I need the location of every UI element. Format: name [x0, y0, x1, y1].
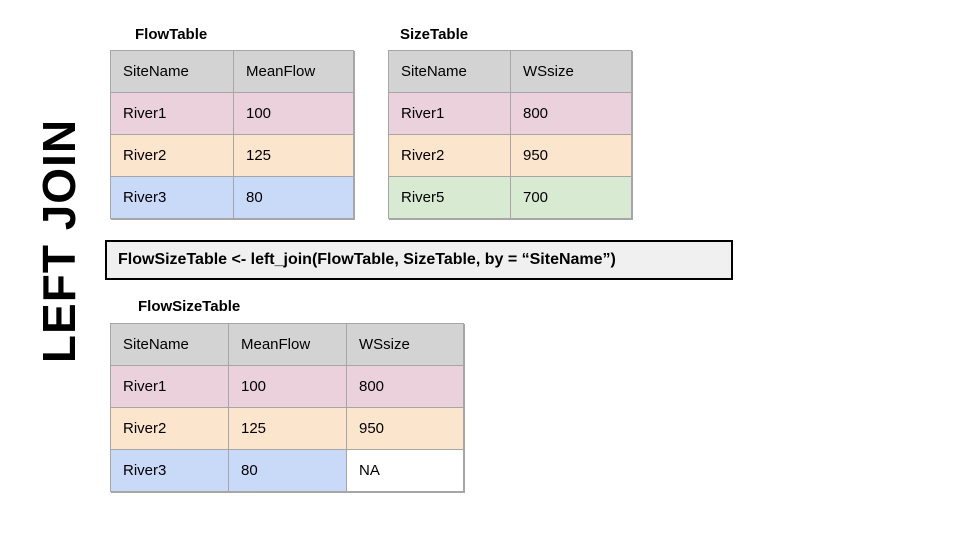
table-cell: 80	[233, 176, 354, 219]
table-header-cell: MeanFlow	[228, 323, 347, 366]
table-header-cell: SiteName	[110, 323, 229, 366]
table-cell: 950	[346, 407, 464, 450]
table-cell: River3	[110, 449, 229, 492]
size-table-title: SizeTable	[400, 26, 469, 43]
table-header-cell: WSsize	[510, 50, 632, 93]
table-cell: 700	[510, 176, 632, 219]
table-cell: River1	[110, 365, 229, 408]
table-cell: River2	[388, 134, 511, 177]
table-cell: River2	[110, 134, 234, 177]
table-cell: 800	[346, 365, 464, 408]
slide-title-vertical: LEFT JOIN	[33, 118, 85, 364]
flow-table-title: FlowTable	[135, 26, 208, 43]
table-cell: River1	[110, 92, 234, 135]
table-cell: 100	[228, 365, 347, 408]
table-cell: River5	[388, 176, 511, 219]
table-cell: River2	[110, 407, 229, 450]
table-cell: 80	[228, 449, 347, 492]
table-cell: River3	[110, 176, 234, 219]
code-box: FlowSizeTable <- left_join(FlowTable, Si…	[105, 240, 733, 280]
code-text: FlowSizeTable <- left_join(FlowTable, Si…	[118, 251, 616, 268]
table-cell: 125	[233, 134, 354, 177]
table-cell: 950	[510, 134, 632, 177]
table-cell: 800	[510, 92, 632, 135]
result-table-title: FlowSizeTable	[138, 298, 241, 315]
table-cell: 125	[228, 407, 347, 450]
table-header-cell: SiteName	[110, 50, 234, 93]
table-header-cell: WSsize	[346, 323, 464, 366]
table-cell: River1	[388, 92, 511, 135]
table-header-cell: SiteName	[388, 50, 511, 93]
table-cell: 100	[233, 92, 354, 135]
table-cell: NA	[346, 449, 464, 492]
table-header-cell: MeanFlow	[233, 50, 354, 93]
